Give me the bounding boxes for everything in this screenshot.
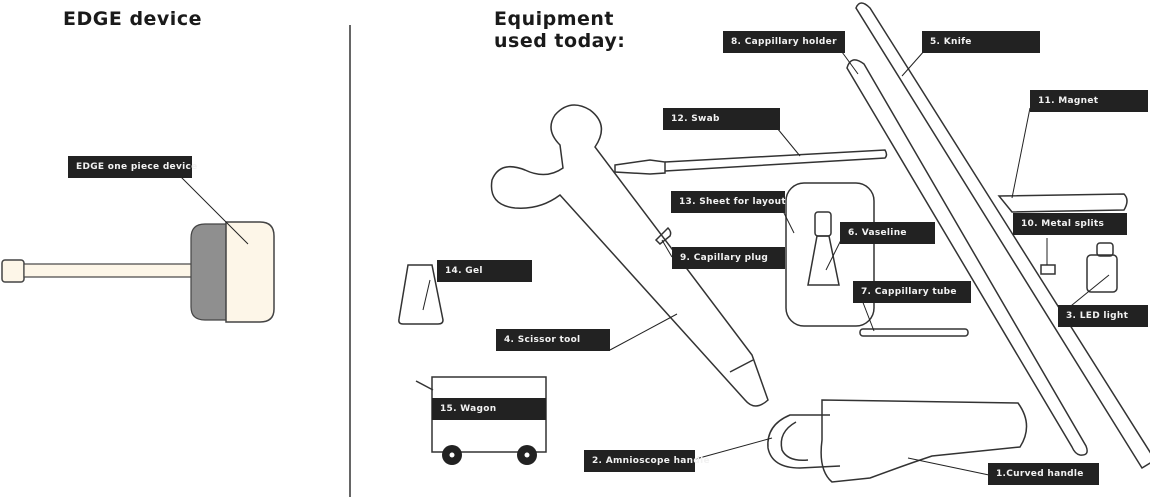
sheet-drawing xyxy=(785,182,875,327)
label-metal-splits: 10. Metal splits xyxy=(1013,213,1127,235)
label-amnioscope-handle: 2. Amnioscope handle xyxy=(584,450,710,472)
edge-device-gray-part xyxy=(190,223,229,321)
curved-handle-drawing xyxy=(820,399,1028,483)
vaseline-drawing xyxy=(807,211,840,286)
equipment-heading: Equipment used today: xyxy=(494,8,625,52)
gel-drawing xyxy=(398,264,444,325)
led-light-drawing xyxy=(1086,242,1118,293)
capillary-tube-drawing xyxy=(859,328,969,337)
swab-drawing xyxy=(614,149,888,175)
label-vaseline: 6. Vaseline xyxy=(840,222,935,244)
label-knife: 5. Knife xyxy=(922,31,1040,53)
label-led-light: 3. LED light xyxy=(1058,305,1148,327)
label-swab: 12. Swab xyxy=(663,108,780,130)
wagon-drawing xyxy=(415,376,547,465)
label-capillary-holder: 8. Cappillary holder xyxy=(723,31,845,53)
capillary-plug-drawing xyxy=(654,226,672,246)
equipment-heading-line1: Equipment xyxy=(494,8,615,30)
edge-device-cream-part xyxy=(225,221,275,323)
label-scissor-tool: 4. Scissor tool xyxy=(496,329,610,351)
label-wagon: 15. Wagon xyxy=(432,398,546,420)
label-sheet-for-layout: 13. Sheet for layout xyxy=(671,191,786,213)
edge-device-shaft xyxy=(23,263,197,278)
amnioscope-handle-drawing xyxy=(767,414,841,469)
edge-device-heading: EDGE device xyxy=(63,8,202,30)
scissor-tool-drawing xyxy=(490,104,769,407)
leader-lines xyxy=(179,49,1110,476)
equipment-heading-line2: used today: xyxy=(494,30,626,52)
capillary-holder-drawing xyxy=(846,59,1088,456)
knife-drawing xyxy=(855,2,1150,470)
edge-device-drawing xyxy=(1,221,275,323)
magnet-drawing xyxy=(997,193,1128,213)
label-curved-handle: 1.Curved handle xyxy=(988,463,1099,485)
label-magnet: 11. Magnet xyxy=(1030,90,1148,112)
label-edge-one-piece-device: EDGE one piece device xyxy=(68,156,197,178)
label-capillary-plug: 9. Capillary plug xyxy=(672,247,785,269)
label-gel: 14. Gel xyxy=(437,260,532,282)
edge-device-tip xyxy=(1,259,25,283)
metal-splits-drawing xyxy=(1040,264,1056,275)
label-capillary-tube: 7. Cappillary tube xyxy=(853,281,971,303)
